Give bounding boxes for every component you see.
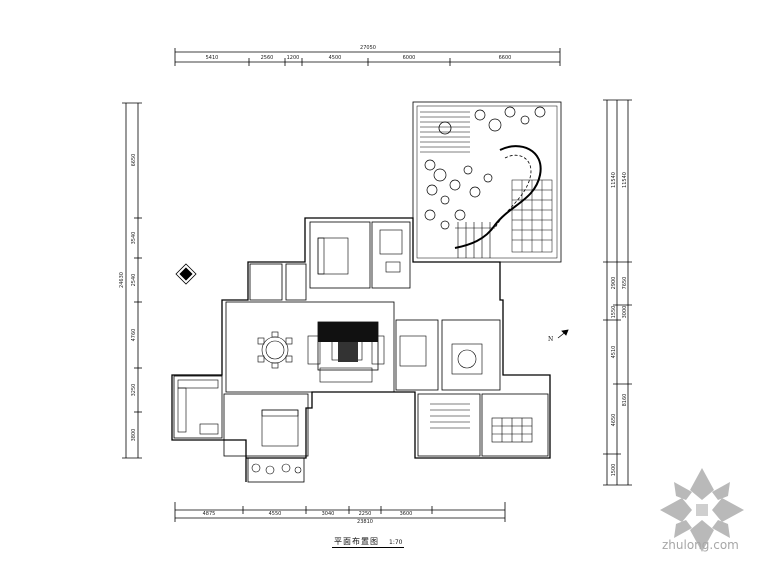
plan-title-text: 平面布置图 — [334, 537, 379, 546]
dim-top-segment: 2560 — [261, 55, 274, 61]
top-dimension-chain — [174, 48, 561, 66]
dim-left-segment: 3250 — [131, 384, 137, 397]
dim-left-segment: 2540 — [131, 274, 137, 287]
dim-left-segment: 4760 — [131, 329, 137, 342]
compass-rose — [175, 263, 197, 285]
dim-top-segment: 5410 — [206, 55, 219, 61]
dimension-labels: 27050 5410 2560 1200 4500 6000 6600 4875 4550 304… — [119, 45, 628, 525]
dim-right-inner: 2900 — [611, 277, 617, 290]
dim-bottom-segment: 4875 — [203, 511, 216, 517]
dim-top-total: 27050 — [360, 45, 376, 51]
media-rug — [318, 322, 378, 342]
dim-bottom-segment: 3600 — [400, 511, 413, 517]
dim-top-segment: 4500 — [329, 55, 342, 61]
dim-bottom-total: 23810 — [357, 519, 373, 525]
furniture — [177, 229, 533, 475]
dim-right-inner: 4510 — [611, 346, 617, 359]
dim-right-inner: 11540 — [611, 172, 617, 188]
dim-bottom-segment: 3040 — [322, 511, 335, 517]
plan-scale: 1:70 — [389, 539, 403, 546]
dim-bottom-segment: 4550 — [269, 511, 282, 517]
plan-title: 平面布置图 1:70 — [332, 536, 405, 548]
dim-left-total: 24630 — [119, 272, 125, 288]
dim-right-outer: 11540 — [622, 172, 628, 188]
dim-right-outer: 7650 — [622, 277, 628, 290]
building-outline — [171, 217, 551, 482]
zhulong-logo-icon — [660, 468, 744, 552]
dim-right-outer: 3000 — [622, 306, 628, 319]
north-label: N — [548, 336, 554, 343]
dim-top-segment: 6600 — [499, 55, 512, 61]
left-dimension-chain — [122, 102, 142, 459]
dim-left-segment: 3800 — [131, 429, 137, 442]
dim-right-outer: 8160 — [622, 394, 628, 407]
dim-right-inner: 4650 — [611, 414, 617, 427]
title-underline — [332, 547, 405, 548]
dim-right-inner: 1550 — [611, 306, 617, 319]
dim-left-segment: 6650 — [131, 154, 137, 167]
dim-top-segment: 6000 — [403, 55, 416, 61]
dim-right-inner: 1500 — [611, 464, 617, 477]
right-dimension-chain — [603, 99, 632, 486]
watermark-text: zhulong.com — [662, 538, 739, 552]
bottom-dimension-chain — [174, 502, 506, 522]
room-partitions — [173, 221, 549, 483]
roof-garden — [412, 101, 562, 263]
dim-left-segment: 3540 — [131, 232, 137, 245]
north-arrow — [557, 329, 569, 339]
dim-bottom-segment: 2250 — [359, 511, 372, 517]
dim-top-segment: 1200 — [287, 55, 300, 61]
